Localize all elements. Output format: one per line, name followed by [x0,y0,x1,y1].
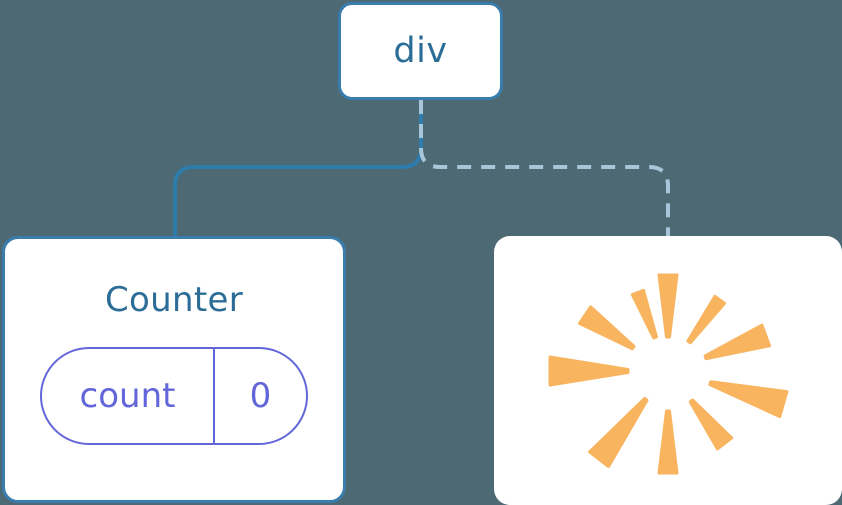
state-value-label: 0 [249,376,272,416]
burst-ray-4 [688,398,734,450]
burst-ray-0 [657,273,679,338]
sparkle-burst-icon [548,273,789,474]
burst-ray-8 [578,304,636,350]
state-key-cell: count [42,349,215,443]
node-counter[interactable]: Counter count 0 [2,236,346,503]
burst-ray-2 [703,323,771,360]
state-key-label: count [79,376,176,416]
edge-div-to-burst [419,100,670,240]
burst-ray-9 [630,288,658,339]
node-burst[interactable] [494,236,842,505]
state-value-cell: 0 [215,349,306,443]
burst-ray-5 [657,409,679,474]
burst-ray-3 [708,379,789,418]
burst-ray-6 [588,396,649,468]
burst-ray-7 [548,355,630,386]
state-pill[interactable]: count 0 [40,347,308,445]
node-div[interactable]: div [338,2,503,100]
node-div-label: div [393,30,448,71]
node-counter-title: Counter [105,280,243,320]
burst-ray-1 [686,294,727,344]
edge-div-to-counter [173,100,423,240]
